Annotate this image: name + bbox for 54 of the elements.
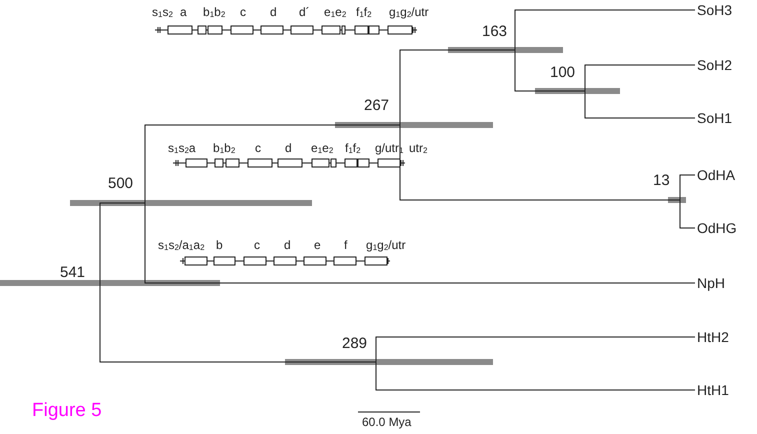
tree-branch — [680, 174, 696, 200]
tree-branch — [376, 362, 696, 390]
scale-bar-label: 60.0 Mya — [362, 416, 412, 429]
exon-label: c — [254, 239, 260, 252]
tree-branch — [584, 90, 696, 118]
exon-label: f$_{1}$f$_{2}$ — [345, 142, 361, 156]
tree-branch — [584, 64, 696, 92]
exon-label: b — [216, 239, 223, 252]
exon-label: e$_{1}$e$_{2}$ — [324, 6, 346, 20]
exon-label: b$_{1}$b$_{2}$ — [203, 6, 226, 20]
exon-label: s$_{1}$s$_{2}$a — [168, 142, 196, 156]
taxon-label: HtH2 — [697, 329, 729, 345]
node-age-label: 13 — [653, 173, 680, 200]
tree-branch — [514, 10, 696, 50]
tree-branch — [376, 336, 696, 362]
exon-label: d´ — [299, 6, 310, 19]
exon-label: b$_{1}$b$_{2}$ — [213, 142, 236, 156]
node-age-label: 500 — [108, 176, 145, 203]
tree-branch — [100, 202, 146, 284]
taxon-label: OdHA — [697, 167, 736, 183]
taxon-label: SoH3 — [697, 2, 732, 18]
taxon-label: OdHG — [697, 220, 737, 236]
tree-branch — [400, 124, 680, 200]
exon-label: c — [240, 6, 246, 19]
tree-branch — [144, 202, 696, 284]
figure-caption: Figure 5 — [32, 400, 102, 422]
node-age-label: 541 — [60, 265, 100, 283]
tree-branch — [680, 200, 696, 228]
exon-label: e$_{1}$e$_{2}$ — [311, 142, 334, 156]
exon-label: s$_{1}$s$_{2}$/a$_{1}$a$_{2}$ — [158, 239, 205, 253]
exon-label: d — [284, 239, 291, 252]
taxon-label: SoH2 — [697, 57, 732, 73]
exon-label: utr$_{2}$ — [409, 142, 428, 156]
exon-label: f — [344, 239, 348, 252]
taxon-label: SoH1 — [697, 110, 732, 126]
exon-label: e — [314, 239, 321, 252]
exon-label: s$_{1}$s$_{2}$ — [152, 6, 173, 20]
node-age-label: 100 — [550, 65, 585, 91]
taxon-label: NpH — [697, 275, 726, 291]
node-age-label: 267 — [364, 98, 400, 125]
tree-branch — [144, 124, 400, 204]
tree-branch — [100, 282, 376, 362]
tree-branch — [400, 50, 516, 126]
taxon-label: HtH1 — [697, 382, 729, 398]
node-age-label: 289 — [342, 336, 376, 362]
exon-label: a — [180, 6, 187, 19]
tree-branch — [514, 50, 586, 92]
exon-label: g$_{1}$g$_{2}$/utr — [366, 239, 406, 253]
exon-label: d — [270, 6, 277, 19]
node-age-label: 163 — [482, 24, 515, 50]
exon-label: g$_{1}$g$_{2}$/utr — [389, 6, 429, 20]
exon-label: f$_{1}$f$_{2}$ — [356, 6, 372, 20]
exon-label: d — [285, 142, 292, 155]
exon-label: c — [255, 142, 261, 155]
